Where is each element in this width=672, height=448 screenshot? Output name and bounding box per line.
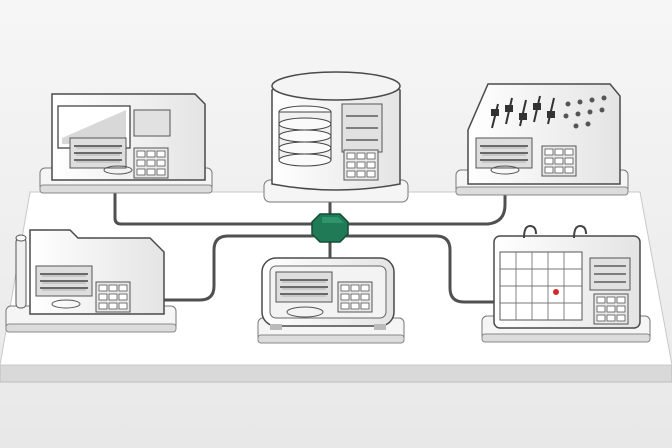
network-hub[interactable] [311,213,349,243]
cable-display-terminal [113,183,314,226]
module-central-unit[interactable] [257,257,405,344]
cable-control-console [346,183,507,226]
calendar-marker [553,289,559,295]
cable-calendar-grid [345,234,497,304]
module-document-folder[interactable] [5,229,177,333]
module-storage-cylinder[interactable] [263,71,409,203]
module-control-console[interactable] [455,83,629,196]
module-display-terminal[interactable] [39,93,213,194]
database-disk-icon [278,105,332,167]
slider-mixer-icon [491,95,555,129]
cable-document-folder [163,234,315,302]
cable-network [113,183,507,304]
calendar-icon [499,251,583,321]
module-calendar-grid[interactable] [481,224,651,343]
